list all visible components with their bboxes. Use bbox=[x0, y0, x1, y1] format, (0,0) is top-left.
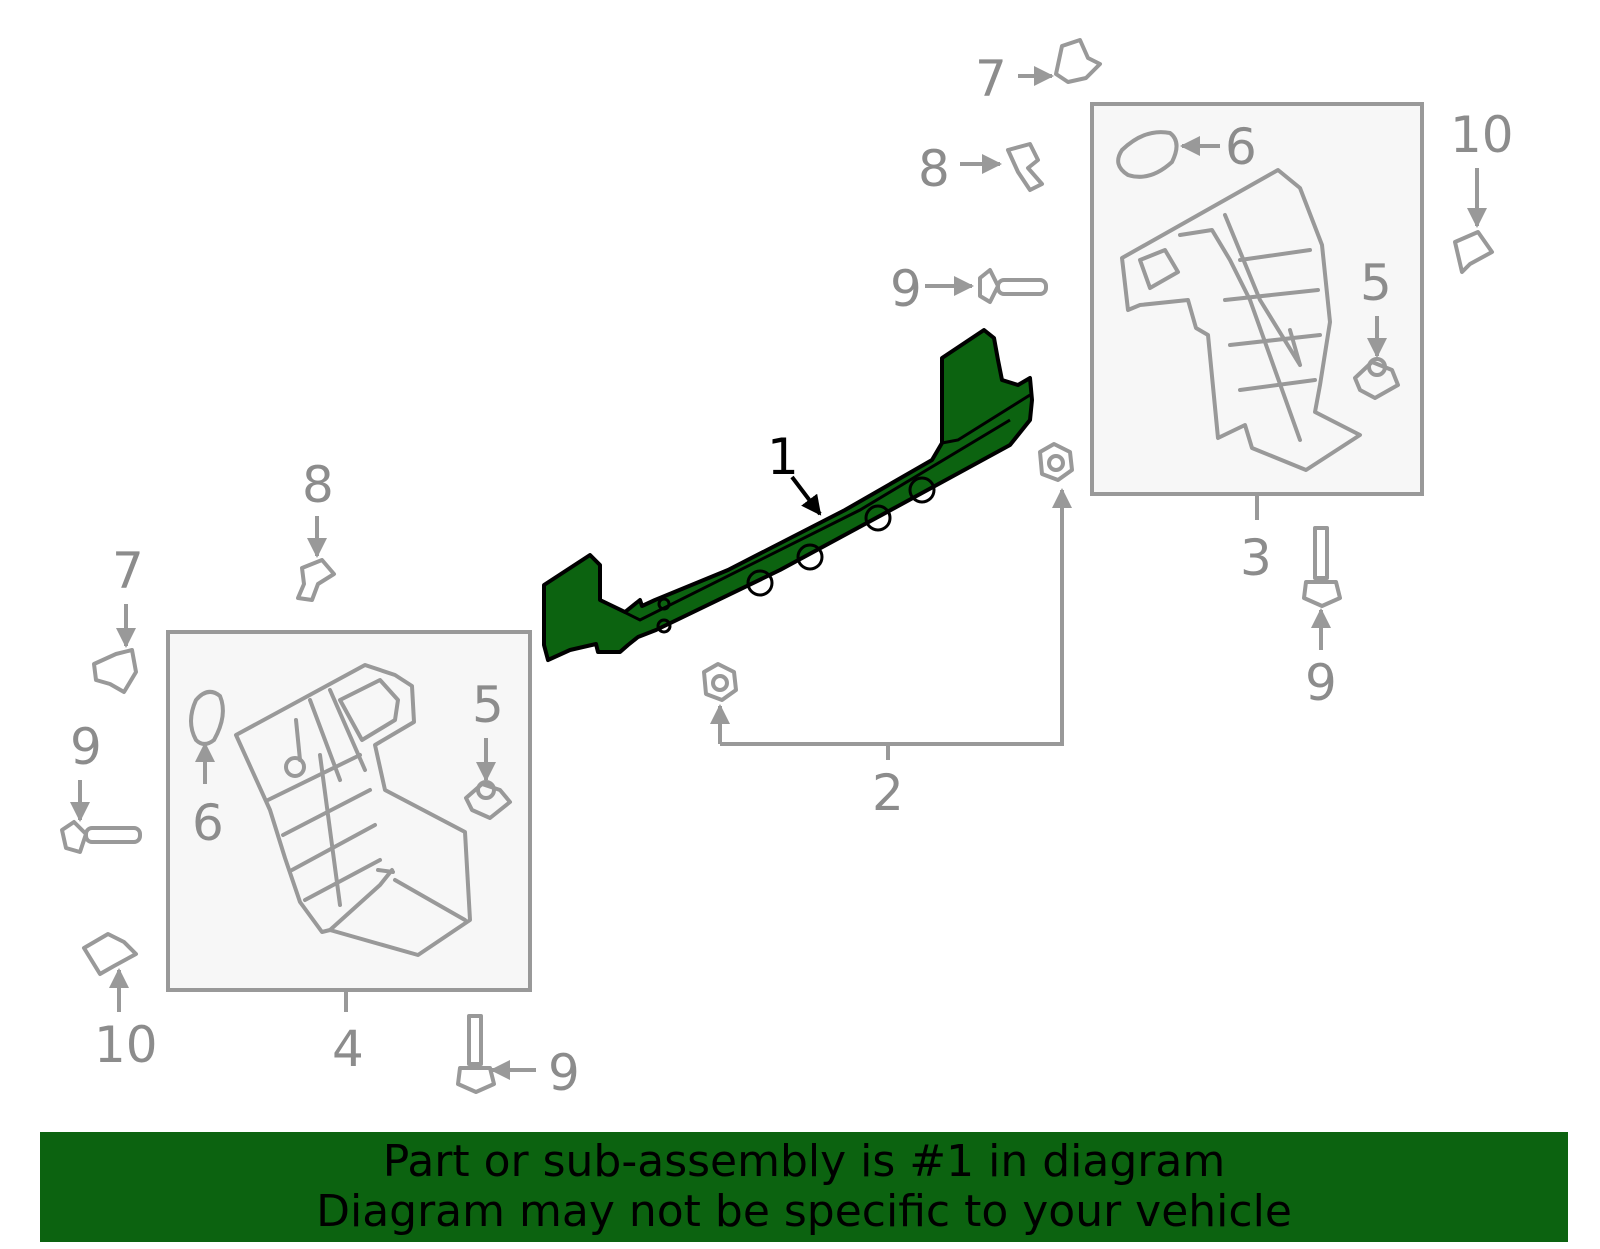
right-bracket-box bbox=[1090, 102, 1424, 496]
nut-left-hole bbox=[711, 674, 729, 692]
callout-4: 4 bbox=[332, 1020, 364, 1078]
callout-5-left: 5 bbox=[472, 676, 504, 734]
reinforcement-bar bbox=[542, 328, 1034, 662]
left-side-bolt-part bbox=[60, 820, 142, 854]
callout-9-left-lower: 9 bbox=[548, 1044, 580, 1102]
bar-hole-6 bbox=[657, 597, 671, 611]
nut-right-hole bbox=[1047, 454, 1065, 472]
right-pin-part bbox=[1006, 142, 1044, 192]
callout-1: 1 bbox=[767, 428, 799, 486]
nut-right-part bbox=[1038, 442, 1074, 482]
callout-3: 3 bbox=[1240, 529, 1272, 587]
left-clip-head bbox=[476, 780, 496, 800]
right-clip-head bbox=[1367, 357, 1387, 377]
banner-line-1: Part or sub-assembly is #1 in diagram bbox=[382, 1136, 1226, 1187]
main-part-arrow bbox=[790, 475, 822, 516]
callout-10-left: 10 bbox=[94, 1016, 158, 1074]
callout-6-right: 6 bbox=[1225, 118, 1257, 176]
callout-9-left-side: 9 bbox=[70, 718, 102, 776]
bar-hole-5 bbox=[656, 618, 672, 634]
right-lower-bolt-part bbox=[1302, 526, 1342, 608]
right-fastener-part bbox=[1453, 230, 1494, 274]
nuts-group-leader bbox=[718, 490, 1062, 746]
left-retainer-part bbox=[92, 648, 138, 694]
bar-hole-1 bbox=[746, 569, 774, 597]
callout-9-right-lower: 9 bbox=[1305, 654, 1337, 712]
nut-left-part bbox=[702, 662, 738, 702]
callout-6-left: 6 bbox=[192, 794, 224, 852]
callout-8-left: 8 bbox=[302, 456, 334, 514]
disclaimer-banner: Part or sub-assembly is #1 in diagram Di… bbox=[40, 1132, 1568, 1242]
bar-hole-3 bbox=[864, 504, 892, 532]
reinforcement-bar-edge bbox=[599, 393, 1031, 622]
right-bracket-part bbox=[1120, 168, 1362, 472]
callout-9-right-upper: 9 bbox=[890, 260, 922, 318]
reinforcement-bar-body bbox=[542, 328, 1034, 662]
callout-5-right: 5 bbox=[1360, 254, 1392, 312]
bar-hole-4 bbox=[908, 476, 936, 504]
left-bracket-box bbox=[166, 630, 532, 992]
callout-7-left: 7 bbox=[112, 542, 144, 600]
callout-7-right: 7 bbox=[975, 50, 1007, 108]
callout-2: 2 bbox=[872, 764, 904, 822]
left-fastener-part bbox=[82, 932, 138, 976]
right-seal-part bbox=[1116, 130, 1179, 179]
right-retainer-part bbox=[1054, 38, 1102, 84]
left-seal-part bbox=[189, 689, 225, 746]
callout-8-right: 8 bbox=[918, 140, 950, 198]
callout-10-right: 10 bbox=[1450, 106, 1514, 164]
right-upper-bolt-part bbox=[978, 268, 1048, 304]
left-lower-bolt-part bbox=[456, 1014, 496, 1094]
left-pin-part bbox=[296, 558, 336, 602]
bar-hole-2 bbox=[796, 543, 824, 571]
banner-line-2: Diagram may not be specific to your vehi… bbox=[316, 1186, 1292, 1237]
left-bracket-part bbox=[234, 663, 472, 957]
